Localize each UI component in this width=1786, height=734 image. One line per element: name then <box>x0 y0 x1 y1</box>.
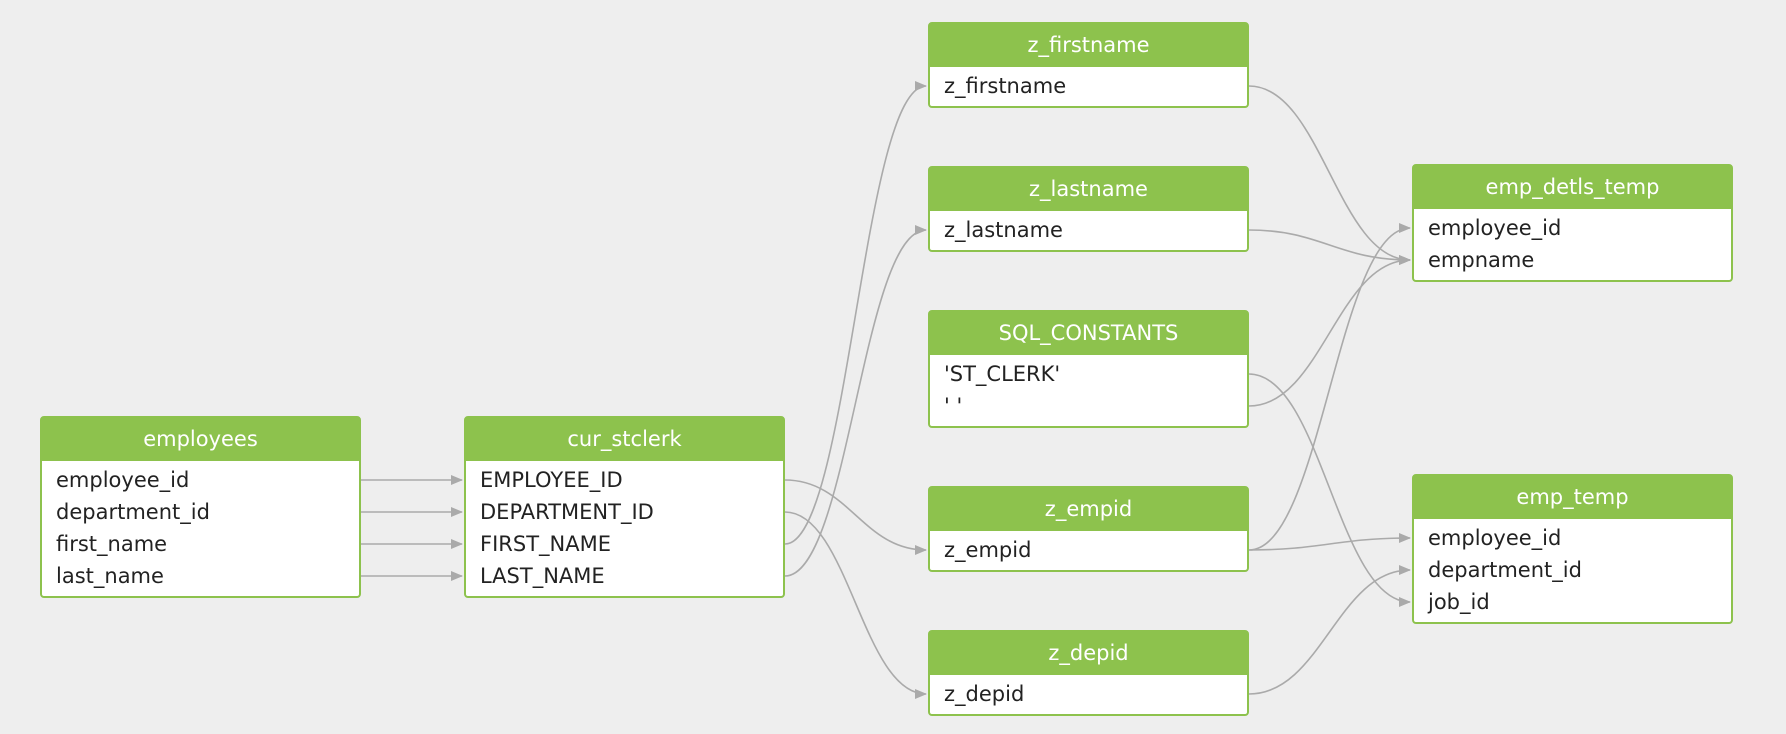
field-row[interactable]: last_name <box>56 564 164 588</box>
field-row[interactable]: empname <box>1428 248 1535 272</box>
table-node-z-lastname[interactable]: z_lastname z_lastname <box>928 166 1249 252</box>
edge-sql_constants-0-to-emp_temp-2 <box>1248 373 1411 607</box>
table-node-z-depid[interactable]: z_depid z_depid <box>928 630 1249 716</box>
edge-z_empid-0-to-emp_detls_temp-0 <box>1248 223 1411 551</box>
node-title: z_depid <box>930 632 1247 675</box>
node-fields: 'ST_CLERK' ' ' <box>930 355 1247 426</box>
edge-cur_stclerk-0-to-z_empid-0 <box>784 479 927 555</box>
table-node-sql-constants[interactable]: SQL_CONSTANTS 'ST_CLERK' ' ' <box>928 310 1249 428</box>
edge-cur_stclerk-1-to-z_depid-0 <box>784 511 927 699</box>
node-fields: EMPLOYEE_ID DEPARTMENT_ID FIRST_NAME LAS… <box>466 461 783 596</box>
table-node-z-firstname[interactable]: z_firstname z_firstname <box>928 22 1249 108</box>
node-title: z_firstname <box>930 24 1247 67</box>
field-row[interactable]: z_empid <box>944 538 1032 562</box>
field-row[interactable]: LAST_NAME <box>480 564 605 588</box>
node-title: SQL_CONSTANTS <box>930 312 1247 355</box>
edge-z_depid-0-to-emp_temp-1 <box>1248 565 1411 695</box>
node-fields: z_empid <box>930 531 1247 570</box>
field-row[interactable]: employee_id <box>1428 526 1562 550</box>
table-node-emp-detls-temp[interactable]: emp_detls_temp employee_id empname <box>1412 164 1733 282</box>
node-fields: employee_id empname <box>1414 209 1731 280</box>
field-row[interactable]: 'ST_CLERK' <box>944 362 1061 386</box>
field-row[interactable]: job_id <box>1428 590 1490 614</box>
field-row[interactable]: z_lastname <box>944 218 1063 242</box>
node-title: emp_temp <box>1414 476 1731 519</box>
node-fields: employee_id department_id job_id <box>1414 519 1731 622</box>
edge-cur_stclerk-2-to-z_firstname-0 <box>784 81 927 545</box>
edge-cur_stclerk-3-to-z_lastname-0 <box>784 225 927 577</box>
node-fields: z_lastname <box>930 211 1247 250</box>
field-row[interactable]: employee_id <box>56 468 190 492</box>
node-title: employees <box>42 418 359 461</box>
field-row[interactable]: z_firstname <box>944 74 1067 98</box>
field-row[interactable]: department_id <box>56 500 210 524</box>
node-title: emp_detls_temp <box>1414 166 1731 209</box>
field-row[interactable]: z_depid <box>944 682 1025 706</box>
table-node-employees[interactable]: employees employee_id department_id firs… <box>40 416 361 598</box>
field-row[interactable]: employee_id <box>1428 216 1562 240</box>
field-row[interactable]: department_id <box>1428 558 1582 582</box>
node-title: z_empid <box>930 488 1247 531</box>
edge-z_empid-0-to-emp_temp-0 <box>1248 533 1411 551</box>
edge-z_lastname-0-to-emp_detls_temp-1 <box>1248 229 1411 265</box>
edge-sql_constants-1-to-emp_detls_temp-1 <box>1248 255 1411 407</box>
field-row[interactable]: FIRST_NAME <box>480 532 611 556</box>
table-node-cur-stclerk[interactable]: cur_stclerk EMPLOYEE_ID DEPARTMENT_ID FI… <box>464 416 785 598</box>
node-title: z_lastname <box>930 168 1247 211</box>
field-row[interactable]: DEPARTMENT_ID <box>480 500 654 524</box>
field-row[interactable]: first_name <box>56 532 168 556</box>
table-node-z-empid[interactable]: z_empid z_empid <box>928 486 1249 572</box>
edge-z_firstname-0-to-emp_detls_temp-1 <box>1248 85 1411 265</box>
table-node-emp-temp[interactable]: emp_temp employee_id department_id job_i… <box>1412 474 1733 624</box>
node-title: cur_stclerk <box>466 418 783 461</box>
node-fields: employee_id department_id first_name las… <box>42 461 359 596</box>
node-fields: z_firstname <box>930 67 1247 106</box>
field-row[interactable]: EMPLOYEE_ID <box>480 468 623 492</box>
node-fields: z_depid <box>930 675 1247 714</box>
field-row[interactable]: ' ' <box>944 394 963 418</box>
